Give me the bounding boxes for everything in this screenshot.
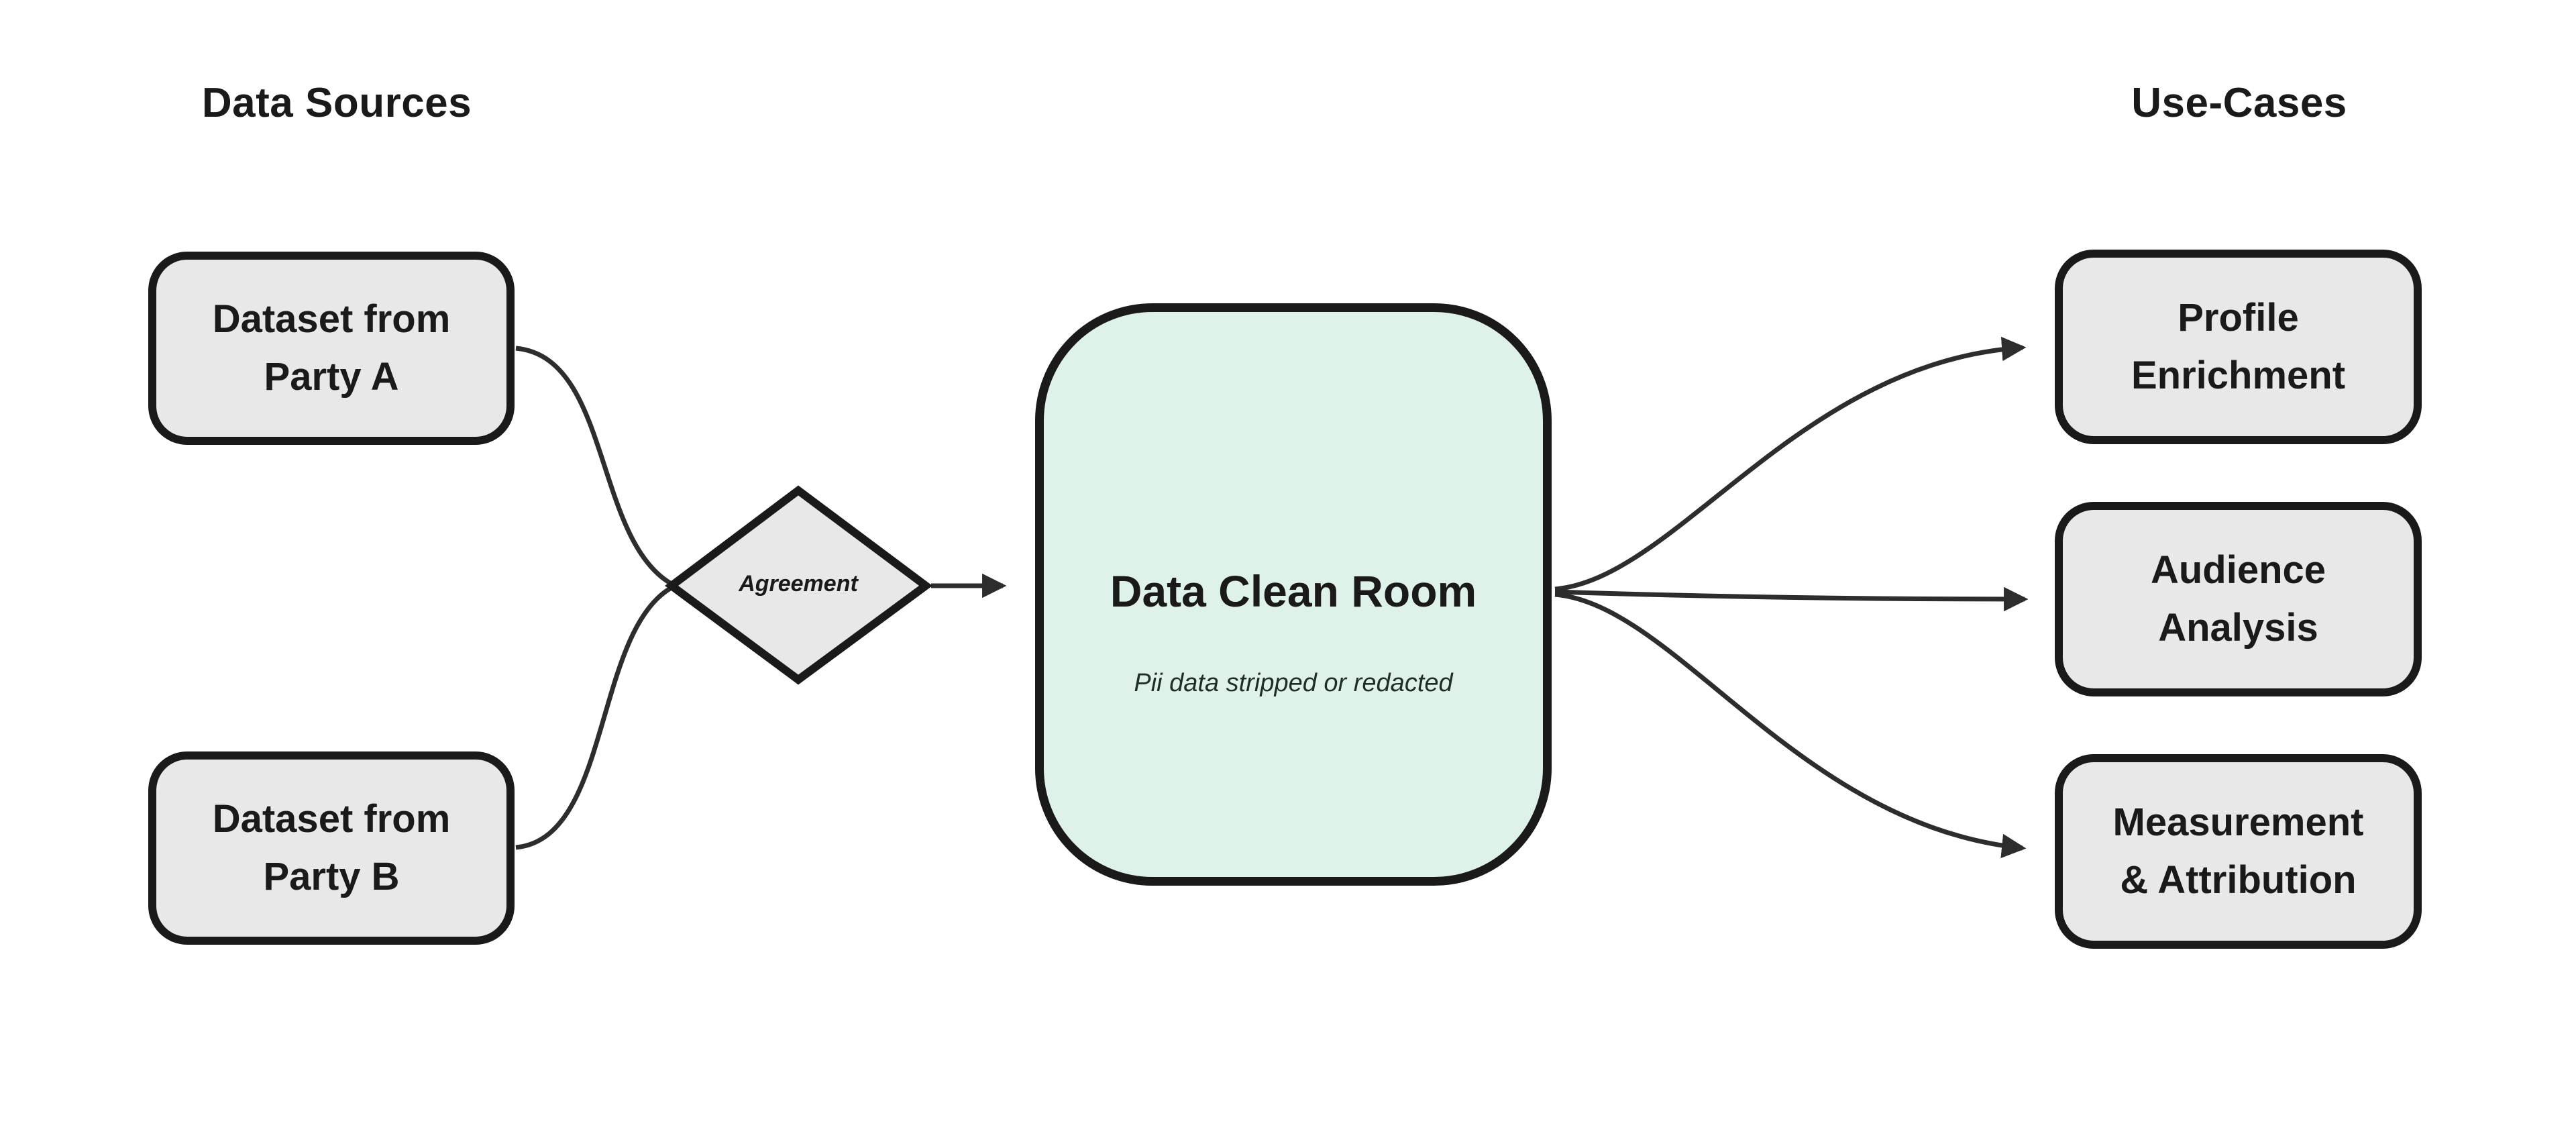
node-label-line: Dataset from xyxy=(212,797,451,841)
node-label-line: Enrichment xyxy=(2131,354,2346,397)
node-label-line: Dataset from xyxy=(212,297,451,341)
node-label-line: Party A xyxy=(264,355,399,399)
node-profile-enrichment: Profile Enrichment xyxy=(2055,250,2422,444)
node-label-line: Analysis xyxy=(2158,606,2318,649)
node-label-line: Profile xyxy=(2178,296,2299,340)
clean-room-subtitle: Pii data stripped or redacted xyxy=(1134,669,1453,697)
clean-room-title: Data Clean Room xyxy=(1110,566,1477,616)
edge-clean-room-to-measurement-attribution xyxy=(1554,592,2027,858)
node-label-line: Measurement xyxy=(2112,800,2364,844)
node-label-line: & Attribution xyxy=(2120,858,2357,902)
heading-data-sources: Data Sources xyxy=(201,80,472,126)
node-measurement-attribution: Measurement & Attribution xyxy=(2055,754,2422,949)
heading-use-cases: Use-Cases xyxy=(2131,80,2347,126)
node-label-line: Party B xyxy=(263,855,400,898)
edge-dataset-b-to-agreement xyxy=(515,586,672,850)
edge-clean-room-to-profile-enrichment xyxy=(1554,336,2027,592)
edge-clean-room-to-audience-analysis xyxy=(1554,586,2029,612)
node-dataset-party-a: Dataset from Party A xyxy=(148,252,515,445)
agreement-diamond-shape xyxy=(664,485,933,685)
node-audience-analysis: Audience Analysis xyxy=(2055,502,2422,696)
node-dataset-party-b: Dataset from Party B xyxy=(148,751,515,945)
edge-dataset-a-to-agreement xyxy=(515,346,672,585)
node-agreement-label: Agreement xyxy=(739,571,858,596)
node-data-clean-room: Data Clean Room Pii data stripped or red… xyxy=(1035,303,1552,886)
node-label-line: Audience xyxy=(2150,548,2326,592)
